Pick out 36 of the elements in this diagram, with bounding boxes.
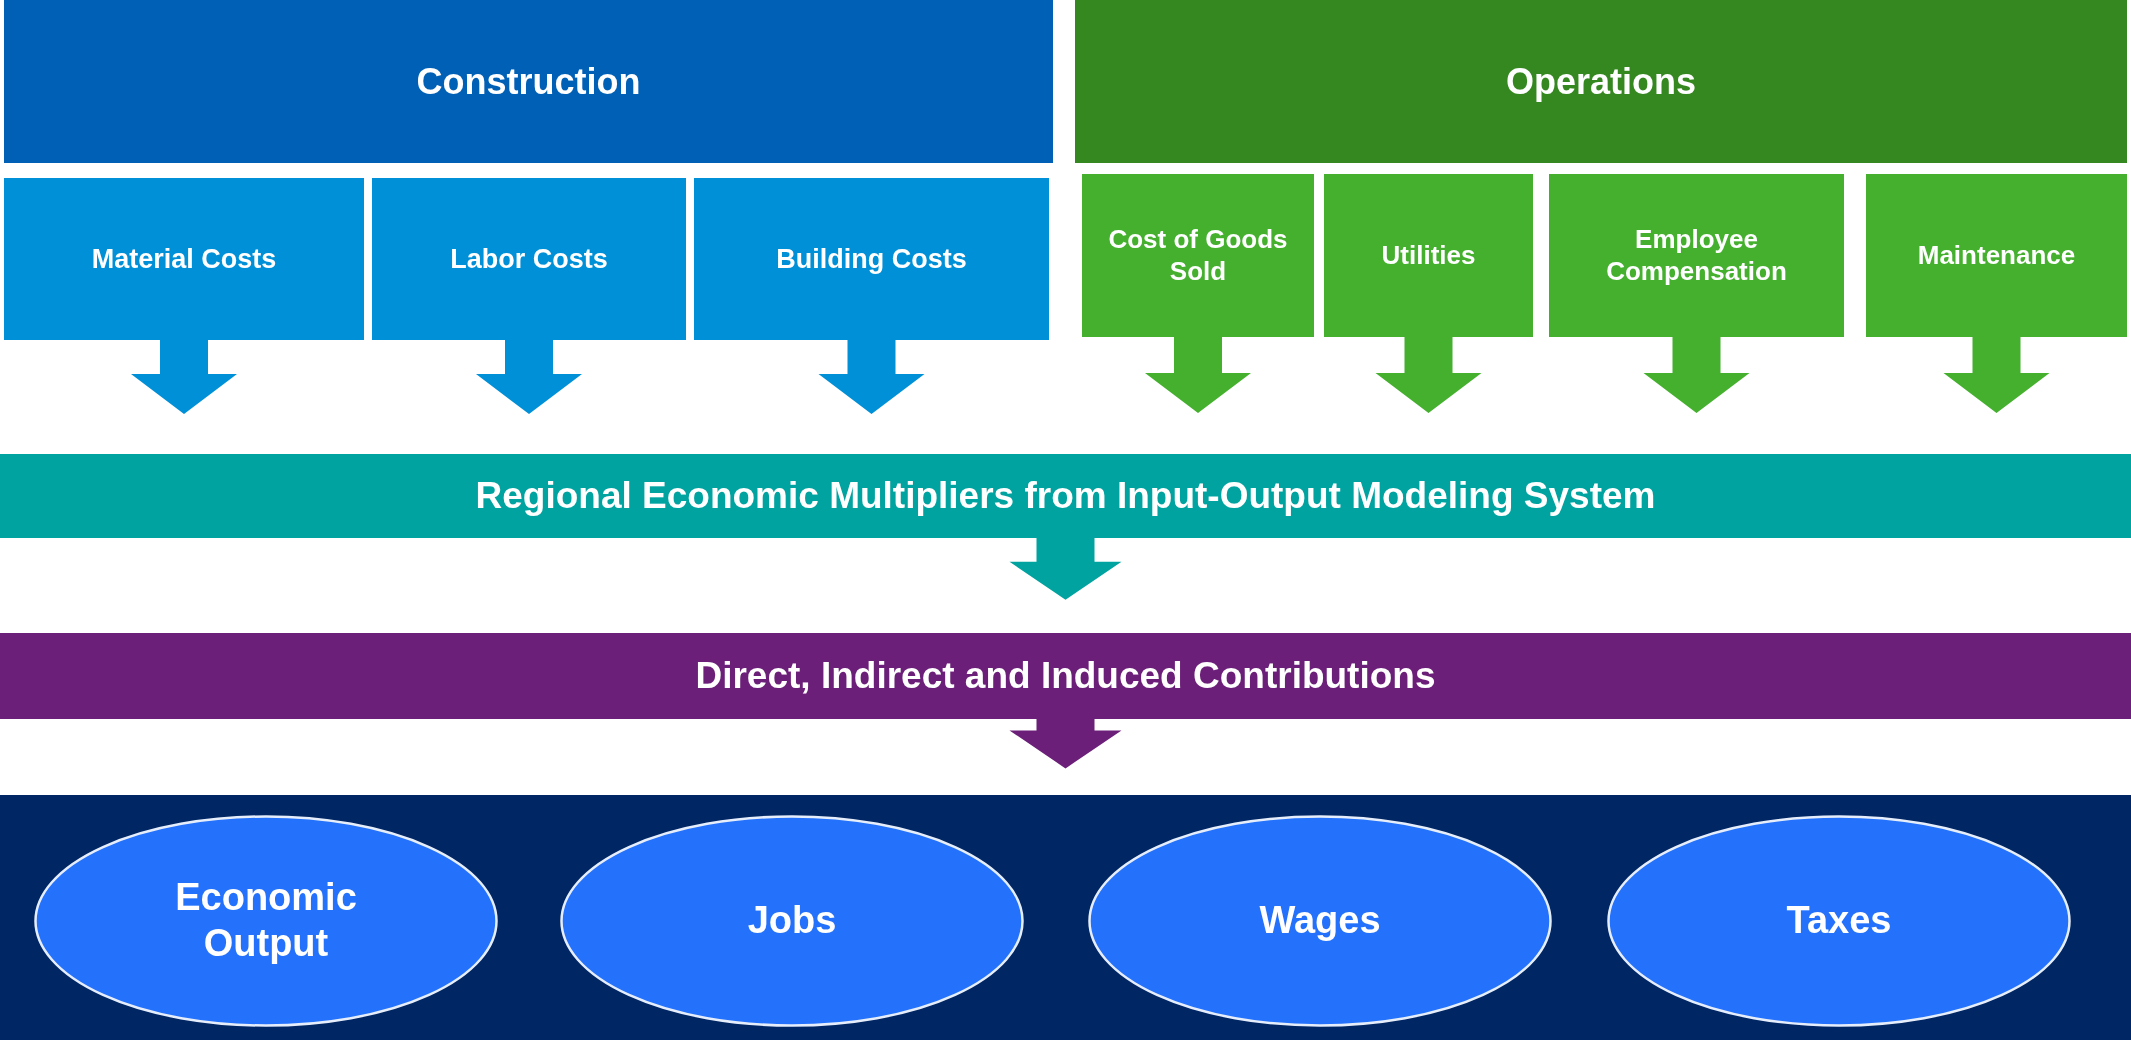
cost-box: [1324, 174, 1533, 337]
block-arrow: [1009, 538, 1122, 600]
box-label: Labor Costs: [450, 242, 608, 276]
box-label: Building Costs: [776, 242, 967, 276]
box-label: Jobs: [747, 898, 837, 944]
box-label: Regional Economic Multipliers from Input-Output Modeling System: [475, 473, 1656, 518]
cost-box: [1549, 174, 1844, 337]
cost-box: [1866, 174, 2127, 337]
block-arrow: [1145, 337, 1251, 414]
header-bar: [4, 0, 1053, 163]
process-band: [0, 633, 2131, 719]
results-panel: [0, 795, 2131, 1040]
block-arrow: [818, 340, 925, 415]
cost-box: [4, 178, 364, 340]
box-label: Material Costs: [91, 242, 277, 276]
box-label: Economic Output: [174, 875, 358, 966]
box-label: Direct, Indirect and Induced Contributions: [695, 653, 1436, 698]
box-label: Construction: [416, 59, 641, 104]
cost-box: [694, 178, 1049, 340]
box-label: Operations: [1505, 59, 1696, 104]
cost-box: [1082, 174, 1314, 337]
block-arrow: [476, 340, 582, 415]
block-arrow: [1643, 337, 1750, 414]
box-label: Cost of Goods Sold: [1107, 224, 1289, 287]
header-bar: [1075, 0, 2127, 163]
process-band: [0, 454, 2131, 538]
box-label: Utilities: [1381, 239, 1476, 272]
block-arrow: [131, 340, 237, 415]
block-arrow: [1943, 337, 2050, 414]
box-label: Wages: [1259, 898, 1381, 944]
block-arrow: [1375, 337, 1482, 414]
box-label: Maintenance: [1917, 239, 2076, 272]
block-arrow: [1009, 719, 1122, 769]
cost-box: [372, 178, 686, 340]
box-label: Taxes: [1786, 898, 1892, 944]
box-label: Employee Compensation: [1605, 224, 1788, 287]
